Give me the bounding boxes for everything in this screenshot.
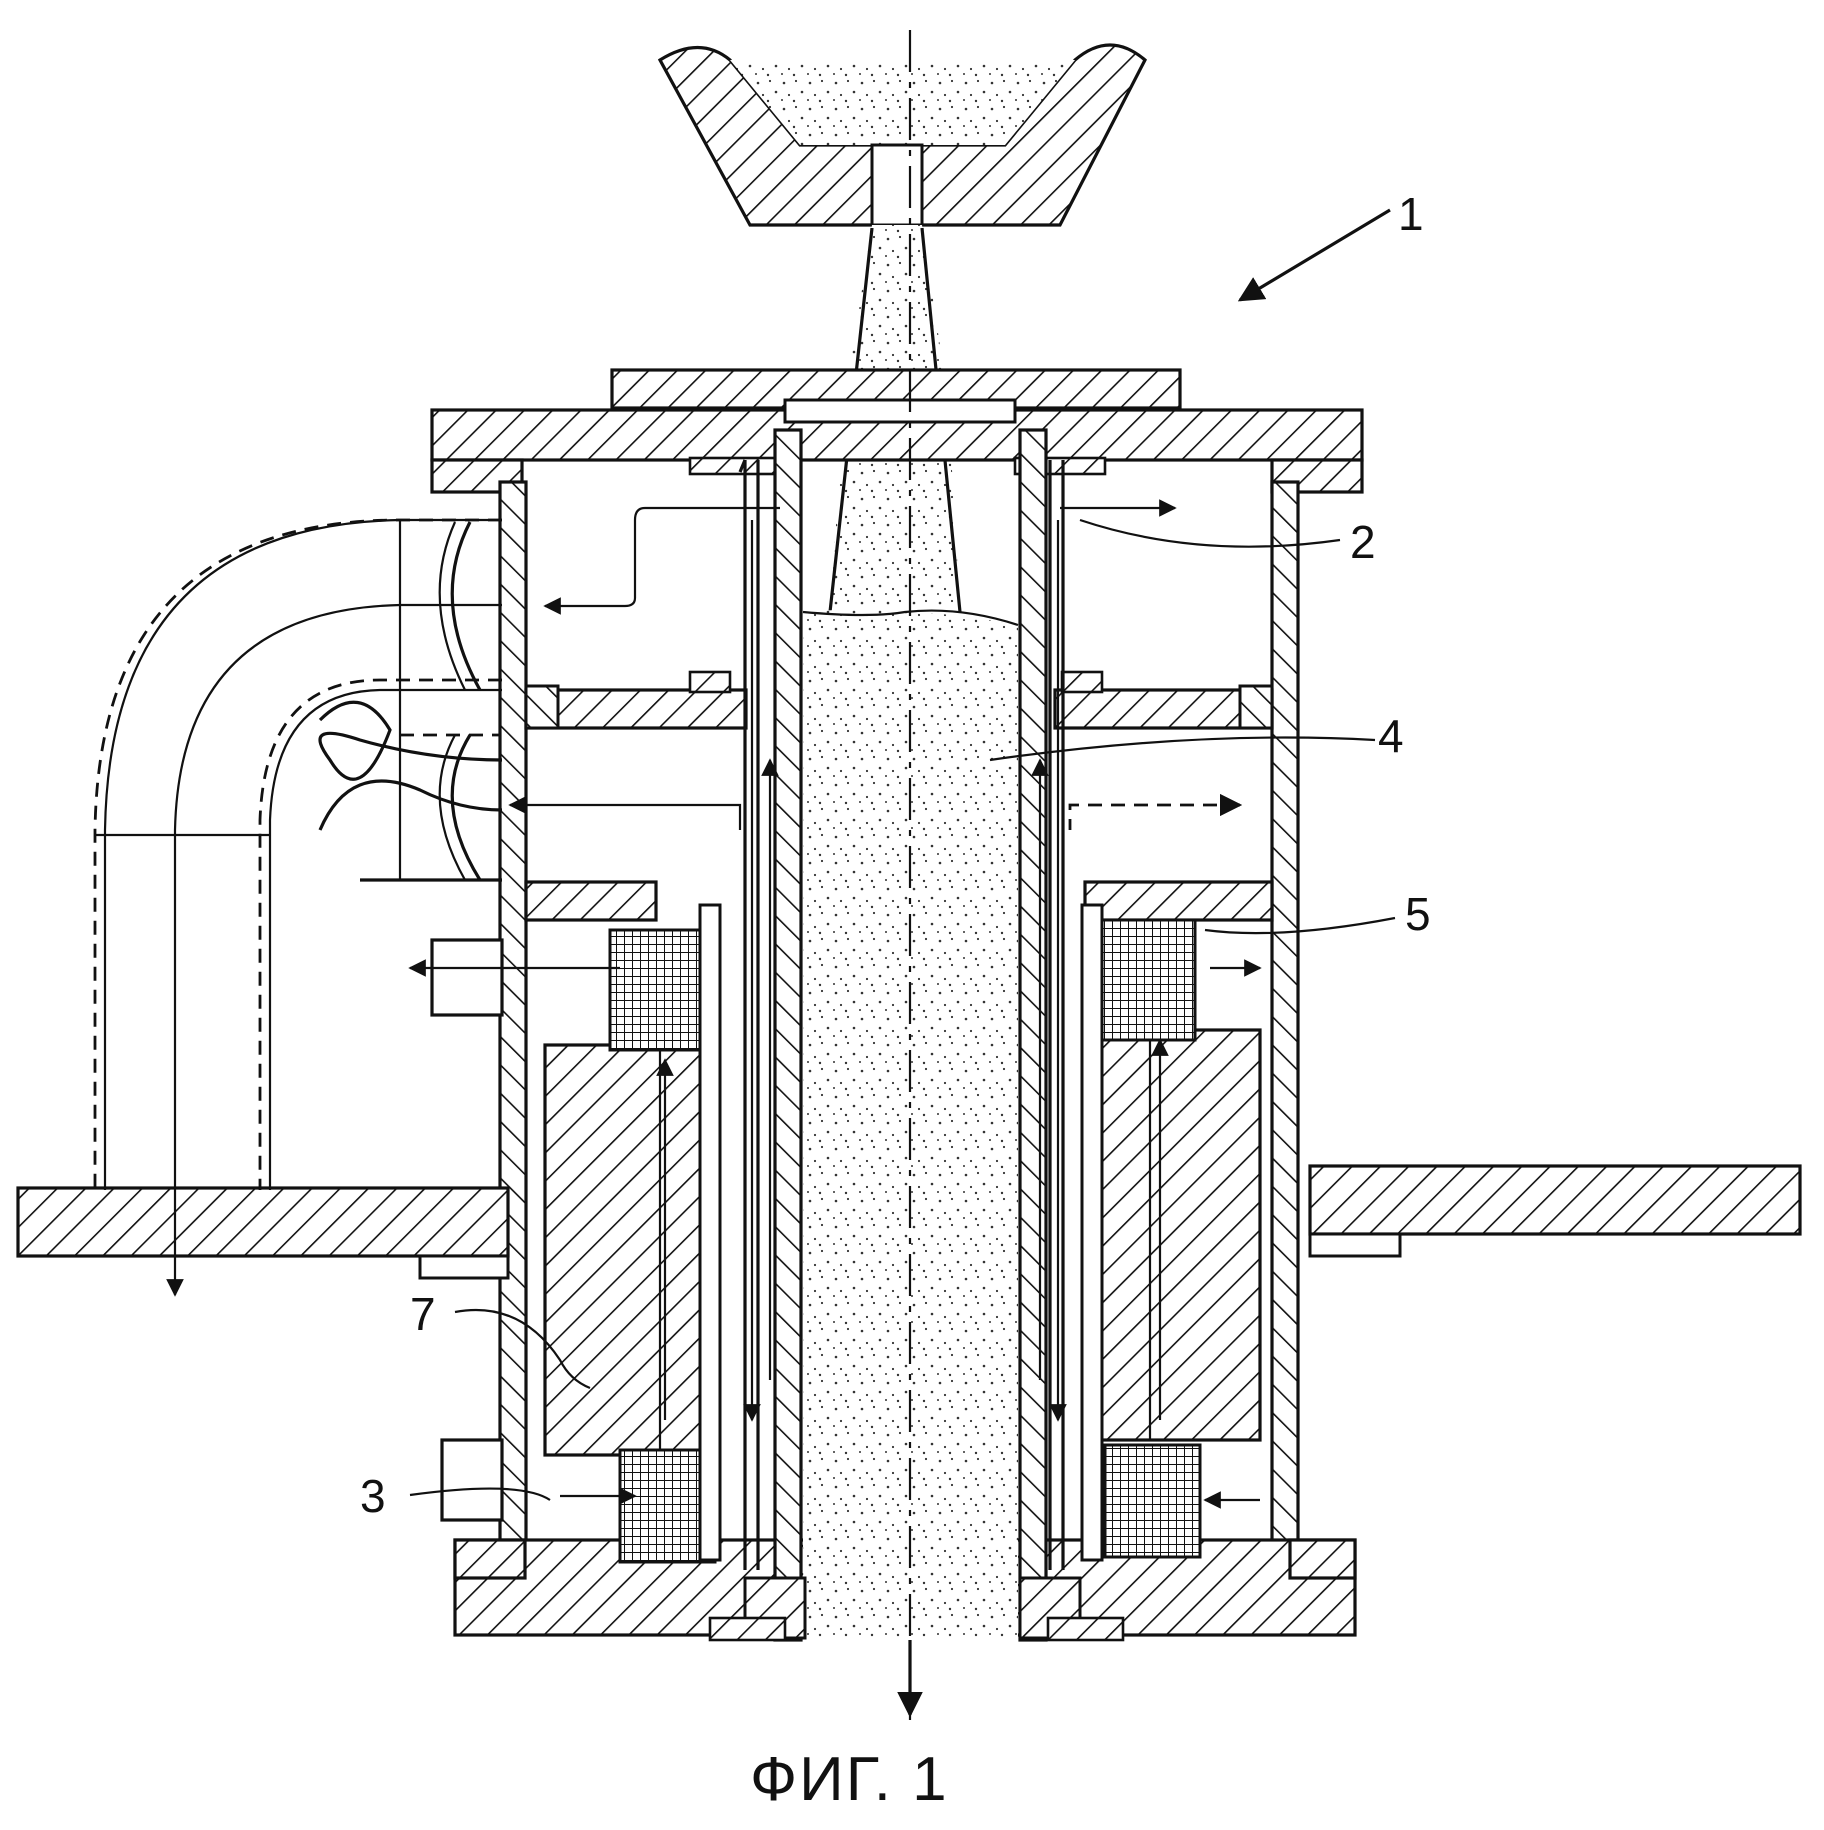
- ladle: [657, 43, 1148, 227]
- top-cover: [430, 368, 1364, 494]
- label-2: 2: [1350, 516, 1376, 568]
- coolant-ports: [408, 938, 1262, 1522]
- label-5: 5: [1405, 888, 1431, 940]
- central-tube: [708, 428, 1125, 1642]
- figure-caption: ФИГ. 1: [750, 1745, 949, 1814]
- inductor-right: [1080, 903, 1262, 1562]
- coolant-pipes: [93, 518, 503, 1297]
- flow-arrows-inner: [743, 520, 1067, 1422]
- label-7: 7: [410, 1288, 436, 1340]
- leaders: [409, 208, 1396, 1501]
- flow-arrows-chamber: [508, 499, 1243, 1420]
- mounting-plate: [16, 1164, 1802, 1280]
- nozzle-bore: [870, 143, 924, 227]
- intermediate-plates: [524, 670, 1274, 922]
- inductor-left: [543, 903, 722, 1564]
- label-3: 3: [360, 1470, 386, 1522]
- label-1: 1: [1398, 188, 1424, 240]
- label-4: 4: [1378, 710, 1404, 762]
